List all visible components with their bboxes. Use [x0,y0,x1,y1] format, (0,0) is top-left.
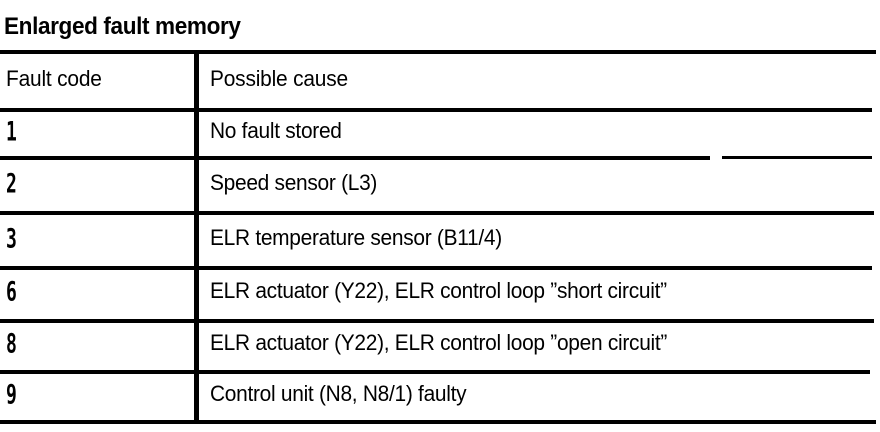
table-top-border [0,50,876,54]
row-separator-5 [0,370,870,374]
row-separator-4 [0,319,874,323]
table-row-cause: Speed sensor (L3) [210,170,378,195]
header-row-separator [0,108,872,112]
table-row-cause: ELR actuator (Y22), ELR control loop ”sh… [210,278,667,303]
column-divider [194,50,199,424]
table-row-code: 9 [6,378,21,410]
table-row-cause: No fault stored [210,118,342,143]
row-separator-1-right [722,156,872,159]
table-row-code: 3 [6,222,21,254]
fault-code-value: 2 [6,167,17,199]
fault-code-value: 8 [6,327,17,359]
table-bottom-border [0,420,876,424]
fault-code-value: 1 [6,115,17,147]
fault-code-value: 6 [6,275,17,307]
fault-code-value: 9 [6,378,17,410]
table-row-cause: ELR actuator (Y22), ELR control loop ”op… [210,330,668,355]
table-row-cause: ELR temperature sensor (B11/4) [210,225,502,250]
table-row-code: 2 [6,167,21,199]
row-separator-3 [0,266,872,270]
fault-code-value: 3 [6,222,17,254]
page-title: Enlarged fault memory [4,13,241,40]
table-row-code: 6 [6,275,21,307]
table-row-code: 8 [6,327,21,359]
row-separator-1-left [0,156,710,160]
table-row-code: 1 [6,115,21,147]
fault-memory-table: Fault code Possible cause 1 No fault sto… [0,50,880,424]
table-row-cause: Control unit (N8, N8/1) faulty [210,381,467,406]
column-header-possible-cause: Possible cause [210,66,348,91]
row-separator-2 [0,211,874,215]
column-header-fault-code: Fault code [6,66,102,91]
